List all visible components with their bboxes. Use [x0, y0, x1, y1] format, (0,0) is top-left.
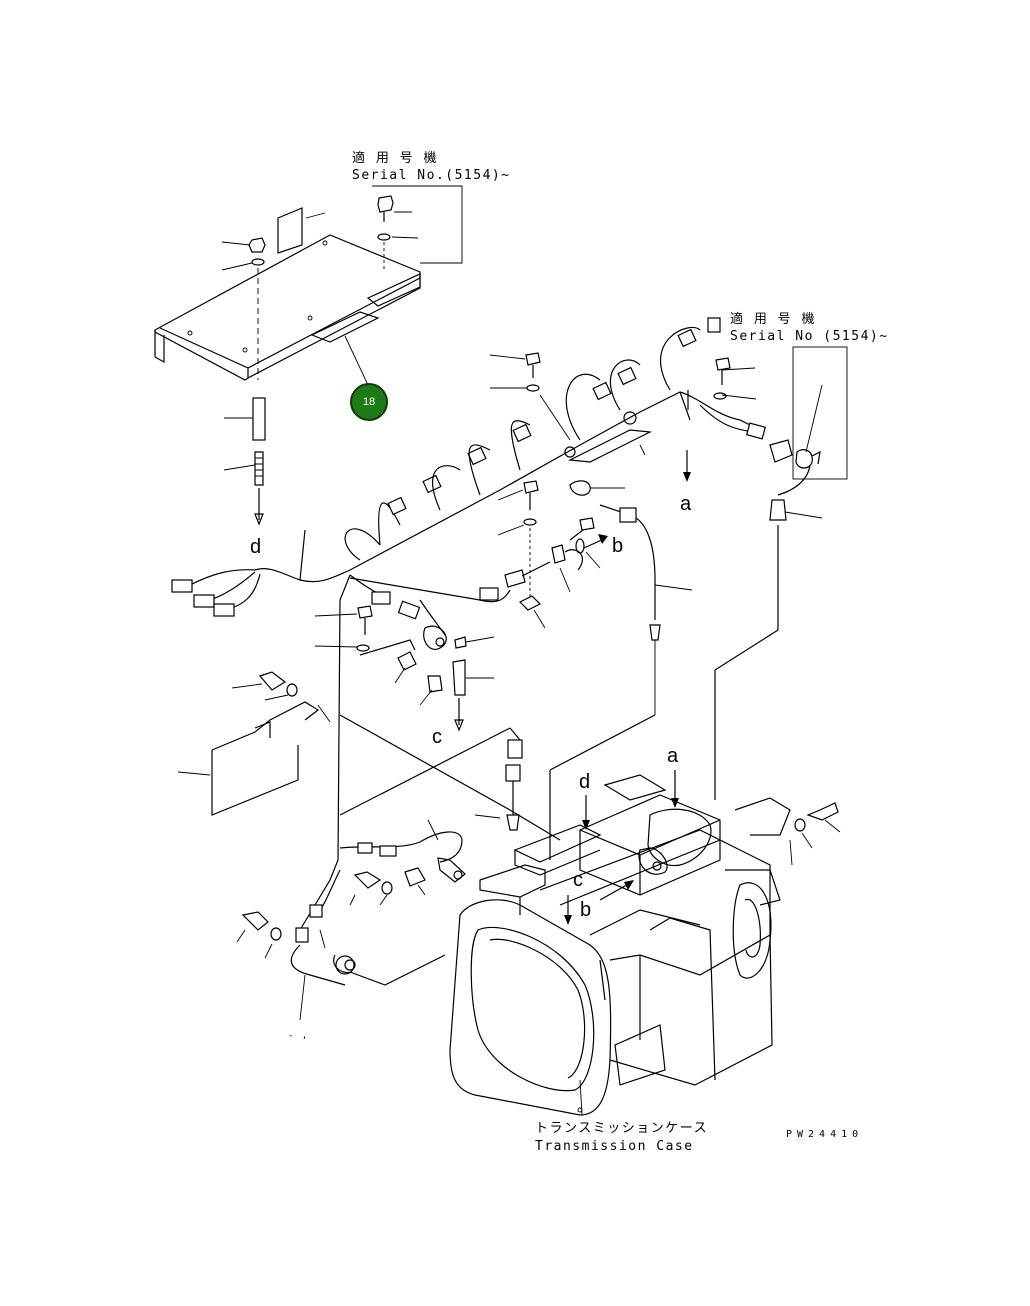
callout-badge-18[interactable]: 18 — [350, 383, 388, 421]
note2-jp: 適 用 号 機 — [730, 312, 816, 327]
ref-d-top: d — [250, 536, 262, 558]
ref-b-bottom: b — [580, 899, 592, 921]
stray-mark: - , — [288, 1031, 309, 1041]
note2-serial: Serial No (5154)~ — [730, 329, 889, 344]
ref-d-bottom: d — [579, 771, 591, 793]
note1-jp: 適 用 号 機 — [352, 151, 438, 166]
note1-serial: Serial No.(5154)~ — [352, 168, 511, 183]
drawing-code: PW24410 — [786, 1129, 864, 1140]
spacer-stud — [223, 397, 266, 526]
nut-washer — [221, 237, 266, 380]
case-label-jp: トランスミッションケース — [535, 1121, 709, 1136]
cover-plate — [154, 234, 421, 381]
serial-note-box-2 — [769, 346, 848, 480]
case-label-en: Transmission Case — [535, 1139, 694, 1154]
ref-c-bottom: c — [573, 869, 583, 891]
ref-a-top: a — [680, 493, 692, 515]
bolts-and-sensors — [177, 352, 693, 959]
label-sheet — [277, 207, 303, 254]
transmission-case — [449, 770, 841, 1116]
serial-note-box-1 — [372, 185, 463, 272]
ref-b-top: b — [612, 535, 624, 557]
ref-c-top: c — [432, 726, 442, 748]
ref-a-bottom: a — [667, 745, 679, 767]
wiring-harness — [171, 317, 811, 1021]
